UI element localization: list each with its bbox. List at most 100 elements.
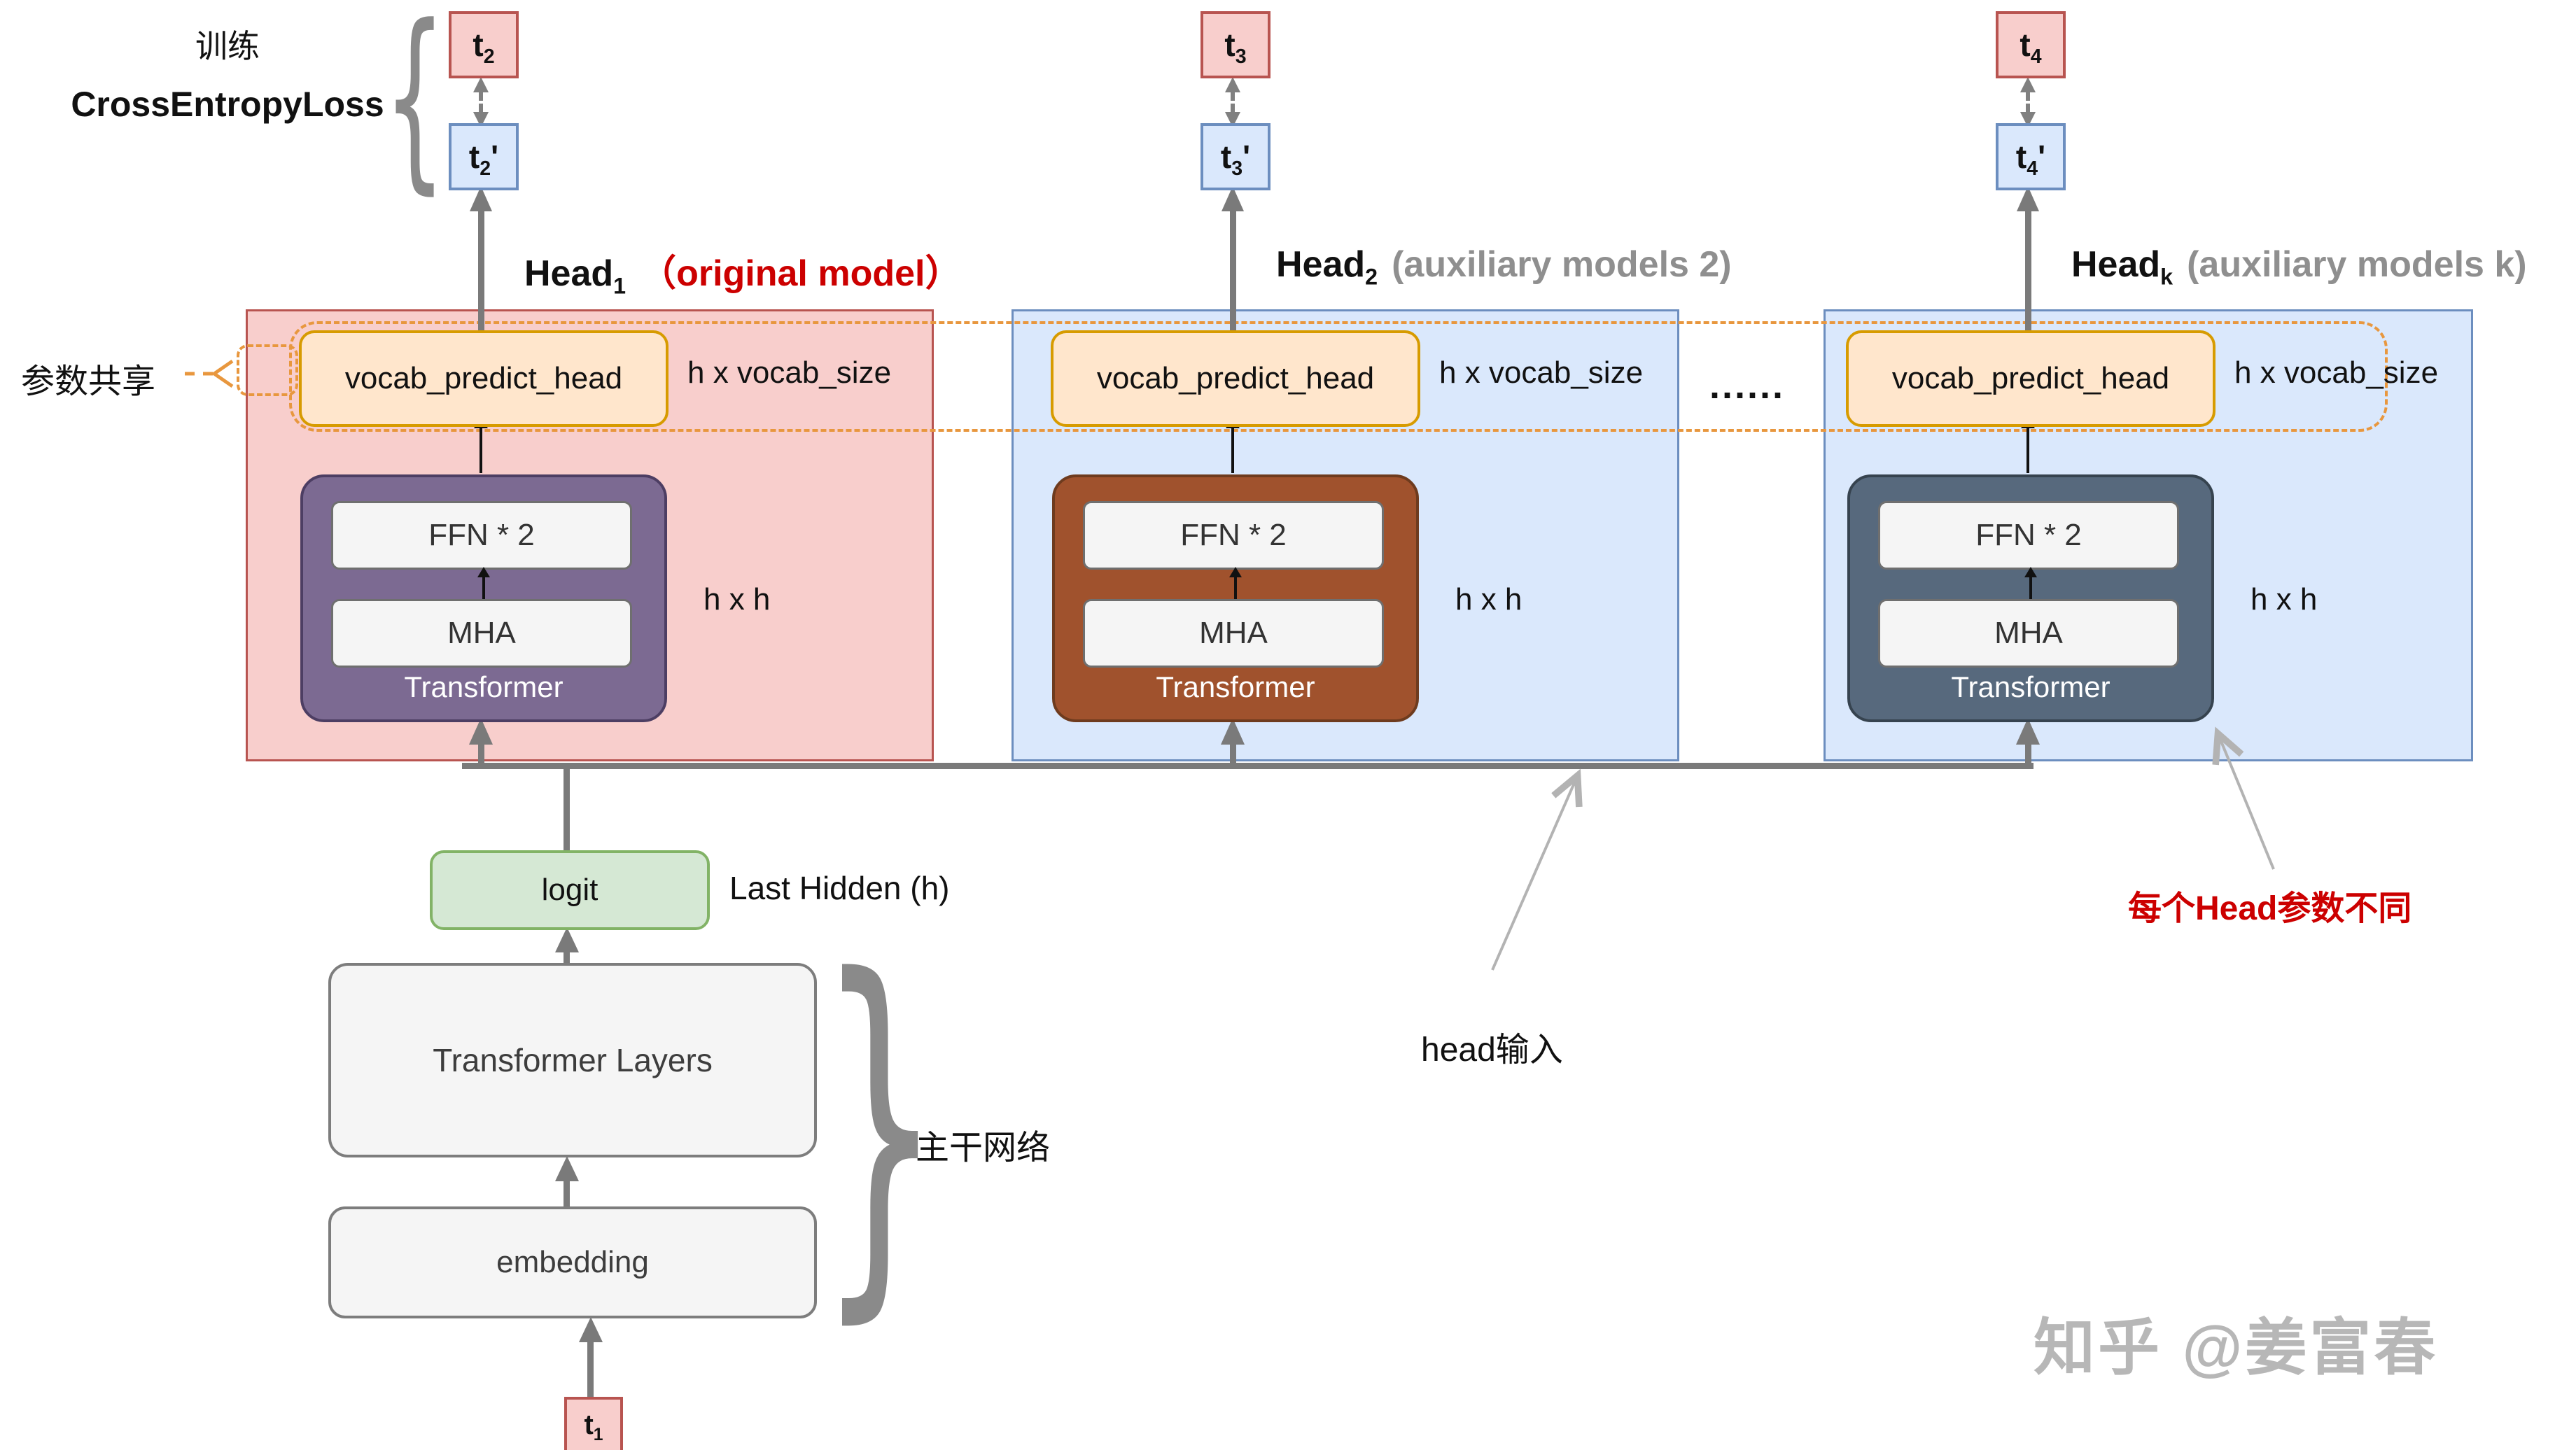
embedding-in-arrow-stem bbox=[587, 1339, 594, 1397]
token-t4-pred: t4' bbox=[1996, 123, 2066, 190]
compare-arrow-down-stem bbox=[479, 104, 483, 113]
logit-up-line bbox=[564, 769, 570, 851]
head1-annotation: （original model） bbox=[640, 253, 962, 294]
head2-output-arrow-stem bbox=[1230, 209, 1236, 332]
head2-transformer-block: FFN * 2 MHA Transformer bbox=[1052, 474, 1419, 722]
watermark: 知乎 @姜富春 bbox=[2033, 1313, 2439, 1382]
logit-in-arrow-icon bbox=[555, 927, 579, 952]
head2-annotation: (auxiliary models 2) bbox=[1392, 244, 1732, 285]
head-input-bus-line bbox=[462, 763, 2033, 769]
head1-transformer-block: FFN * 2 MHA Transformer bbox=[300, 474, 667, 722]
head2-hxh-label: h x h bbox=[1455, 582, 1522, 617]
shared-params-label: 参数共享 bbox=[21, 363, 156, 400]
logit-box: logit bbox=[430, 850, 710, 930]
head1-hxh-label: h x h bbox=[704, 582, 771, 617]
shared-params-dashed-rect bbox=[289, 321, 2388, 432]
transformer-layers-in-arrow-icon bbox=[555, 1156, 579, 1181]
compare-arrow-up-icon bbox=[473, 77, 489, 92]
head1-input-arrow-stem bbox=[478, 742, 484, 768]
head1-ffn-box: FFN * 2 bbox=[331, 501, 632, 570]
shared-params-dashed-tab bbox=[237, 344, 298, 396]
compare-arrow-up-stem bbox=[1231, 91, 1235, 101]
head1-input-arrow-icon bbox=[469, 718, 493, 745]
headk-mha-box: MHA bbox=[1878, 599, 2179, 668]
backbone-label: 主干网络 bbox=[916, 1129, 1051, 1167]
head1-inner-arrow-stem bbox=[482, 577, 485, 599]
compare-arrow-down-stem bbox=[1231, 104, 1235, 113]
headk-label: Headk(auxiliary models k) bbox=[2071, 244, 2527, 290]
token-t2-pred-label: t2' bbox=[468, 139, 499, 181]
token-t4-label: t4 bbox=[2019, 27, 2042, 69]
headk-vocab-predict-head-box: vocab_predict_head bbox=[1846, 330, 2216, 427]
token-t4: t4 bbox=[1996, 11, 2066, 78]
loss-brace: { bbox=[384, 0, 447, 212]
headk-output-arrow-icon bbox=[2017, 186, 2039, 211]
training-loss-block: 训练 CrossEntropyLoss bbox=[63, 21, 392, 125]
head-input-arrow bbox=[1491, 778, 1576, 971]
headk-vocab-dim-label: h x vocab_size bbox=[2234, 356, 2439, 390]
head2-vocab-dim-label: h x vocab_size bbox=[1439, 356, 1644, 390]
headk-ffn-box: FFN * 2 bbox=[1878, 501, 2179, 570]
embedding-in-arrow-icon bbox=[579, 1317, 603, 1342]
head2-mha-box: MHA bbox=[1083, 599, 1384, 668]
ellipsis-dots: ...... bbox=[1709, 365, 1786, 407]
embedding-box: embedding bbox=[328, 1206, 817, 1318]
per-head-params-arrow bbox=[2219, 736, 2275, 870]
token-t1: t1 bbox=[564, 1397, 623, 1450]
per-head-params-label: 每个Head参数不同 bbox=[2128, 890, 2412, 927]
token-t1-label: t1 bbox=[584, 1409, 603, 1444]
head2-input-arrow-stem bbox=[1230, 742, 1236, 768]
headk-input-arrow-stem bbox=[2025, 742, 2031, 768]
compare-arrow-up-stem bbox=[479, 91, 483, 101]
token-t2-label: t2 bbox=[472, 27, 495, 69]
head2-inner-arrow-icon bbox=[1229, 567, 1242, 577]
token-t3-pred: t3' bbox=[1200, 123, 1270, 190]
transformer-layers-in-arrow-stem bbox=[564, 1178, 570, 1206]
token-t3: t3 bbox=[1200, 11, 1270, 78]
head1-output-arrow-stem bbox=[478, 209, 484, 332]
token-t3-pred-label: t3' bbox=[1220, 139, 1251, 181]
training-label: 训练 bbox=[195, 28, 260, 64]
head1-output-arrow-icon bbox=[470, 186, 492, 211]
token-t2-pred: t2' bbox=[449, 123, 519, 190]
headk-inner-arrow-stem bbox=[2029, 577, 2032, 599]
cross-entropy-loss-label: CrossEntropyLoss bbox=[71, 85, 384, 124]
backbone-brace: } bbox=[818, 899, 943, 1355]
head1-mha-box: MHA bbox=[331, 599, 632, 668]
token-t4-pred-label: t4' bbox=[2015, 139, 2046, 181]
head2-inner-arrow-stem bbox=[1234, 577, 1237, 599]
head2-vocab-predict-head-box: vocab_predict_head bbox=[1051, 330, 1420, 427]
head2-vocab-arrow-stem bbox=[1231, 427, 1234, 473]
compare-arrow-down-stem bbox=[2026, 104, 2030, 113]
headk-output-arrow-stem bbox=[2025, 209, 2031, 332]
compare-arrow-up-icon bbox=[1225, 77, 1240, 92]
headk-annotation: (auxiliary models k) bbox=[2187, 244, 2527, 285]
headk-transformer-block: FFN * 2 MHA Transformer bbox=[1847, 474, 2214, 722]
head2-label: Head2(auxiliary models 2) bbox=[1276, 244, 1732, 290]
head1-vocab-arrow-stem bbox=[479, 427, 482, 473]
head2-input-arrow-icon bbox=[1221, 718, 1245, 745]
head1-transformer-label: Transformer bbox=[404, 670, 564, 703]
transformer-layers-box: Transformer Layers bbox=[328, 963, 817, 1157]
headk-input-arrow-icon bbox=[2016, 718, 2040, 745]
head2-output-arrow-icon bbox=[1222, 186, 1244, 211]
head1-vocab-dim-label: h x vocab_size bbox=[687, 356, 892, 390]
headk-transformer-label: Transformer bbox=[1951, 670, 2110, 703]
head1-label: Head1（original model） bbox=[524, 253, 962, 299]
headk-inner-arrow-icon bbox=[2024, 567, 2037, 577]
head1-vocab-predict-head-box: vocab_predict_head bbox=[299, 330, 668, 427]
head-input-label: head输入 bbox=[1421, 1032, 1563, 1069]
shared-params-chevron-icon bbox=[211, 359, 234, 388]
compare-arrow-up-stem bbox=[2026, 91, 2030, 101]
head1-inner-arrow-icon bbox=[477, 567, 490, 577]
compare-arrow-up-icon bbox=[2020, 77, 2036, 92]
token-t3-label: t3 bbox=[1224, 27, 1247, 69]
head2-transformer-label: Transformer bbox=[1156, 670, 1315, 703]
token-t2: t2 bbox=[449, 11, 519, 78]
headk-vocab-arrow-stem bbox=[2026, 427, 2029, 473]
